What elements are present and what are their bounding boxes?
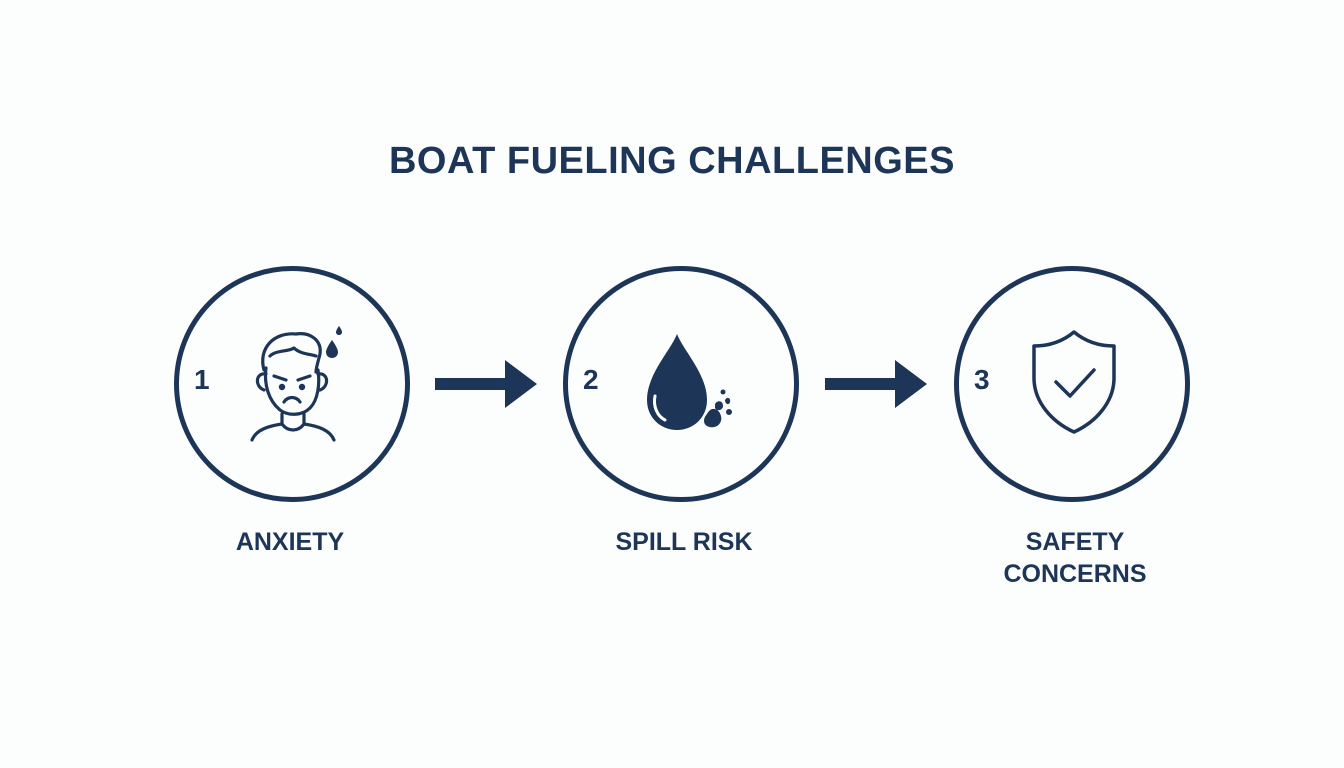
arrow-right-icon <box>435 358 539 410</box>
step-3-circle <box>954 266 1190 502</box>
anxious-face-icon <box>246 322 342 442</box>
step-2-node: 2 <box>563 266 799 502</box>
step-2-circle <box>563 266 799 502</box>
fuel-drop-spill-icon <box>637 330 733 440</box>
step-1-number: 1 <box>194 364 210 395</box>
step-3-label-line-2: CONCERNS <box>1003 560 1147 588</box>
shield-check-icon <box>1026 326 1122 436</box>
step-1-label-text: ANXIETY <box>235 528 345 556</box>
step-1-label: ANXIETY <box>160 526 420 558</box>
step-1-circle <box>174 266 410 502</box>
diagram-title: BOAT FUELING CHALLENGES <box>388 140 955 182</box>
step-3-label-line-1: SAFETY <box>1025 528 1125 556</box>
step-2-label-text: SPILL RISK <box>615 528 753 556</box>
step-3-node: 3 <box>954 266 1190 502</box>
step-2-number: 2 <box>583 364 599 395</box>
step-3-label: SAFETY CONCERNS <box>945 526 1205 590</box>
arrow-right-icon <box>825 358 929 410</box>
step-1-node: 1 <box>174 266 410 502</box>
step-3-number: 3 <box>974 364 990 395</box>
step-2-label: SPILL RISK <box>554 526 814 558</box>
